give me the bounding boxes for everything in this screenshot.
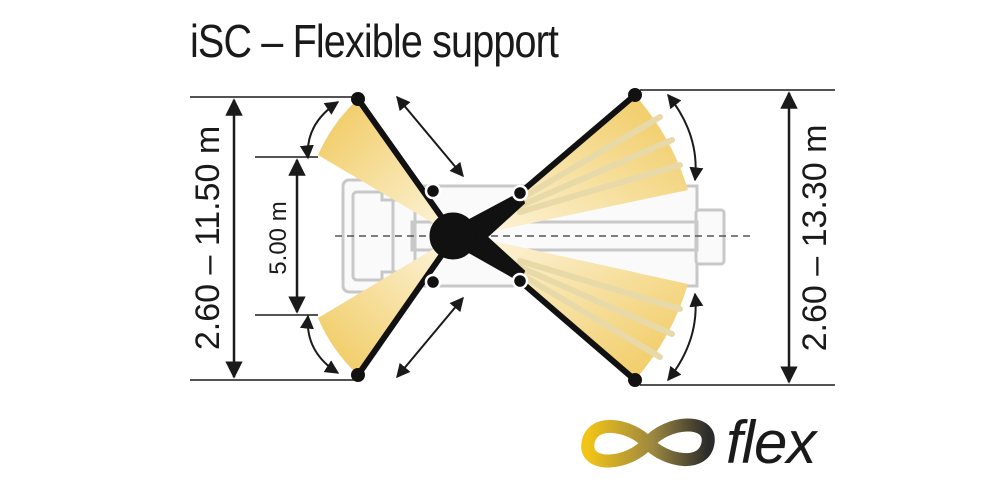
infinity-icon bbox=[581, 418, 715, 468]
dimension-left-label: 2.60 – 11.50 m bbox=[189, 126, 227, 350]
turntable bbox=[429, 212, 477, 260]
arm-front-right bbox=[517, 92, 638, 196]
arm-joints bbox=[424, 182, 529, 291]
page-title: iSC – Flexible support bbox=[190, 15, 559, 67]
flex-logo-word: flex bbox=[726, 409, 816, 476]
dimension-arrows bbox=[225, 91, 798, 384]
sweep-rear-left bbox=[318, 236, 455, 375]
outrigger-feet bbox=[351, 88, 642, 387]
swing-arrows bbox=[299, 93, 704, 382]
sweep-front-left bbox=[318, 99, 455, 236]
dimension-inner-label: 5.00 m bbox=[265, 201, 292, 274]
dimension-right-label: 2.60 – 13.30 m bbox=[796, 125, 834, 352]
dimension-lines bbox=[190, 89, 835, 386]
sweep-front-right bbox=[470, 95, 688, 236]
vehicle-rear-block bbox=[694, 208, 726, 266]
extension-arrows bbox=[396, 95, 464, 379]
arm-rear-right bbox=[517, 278, 638, 383]
